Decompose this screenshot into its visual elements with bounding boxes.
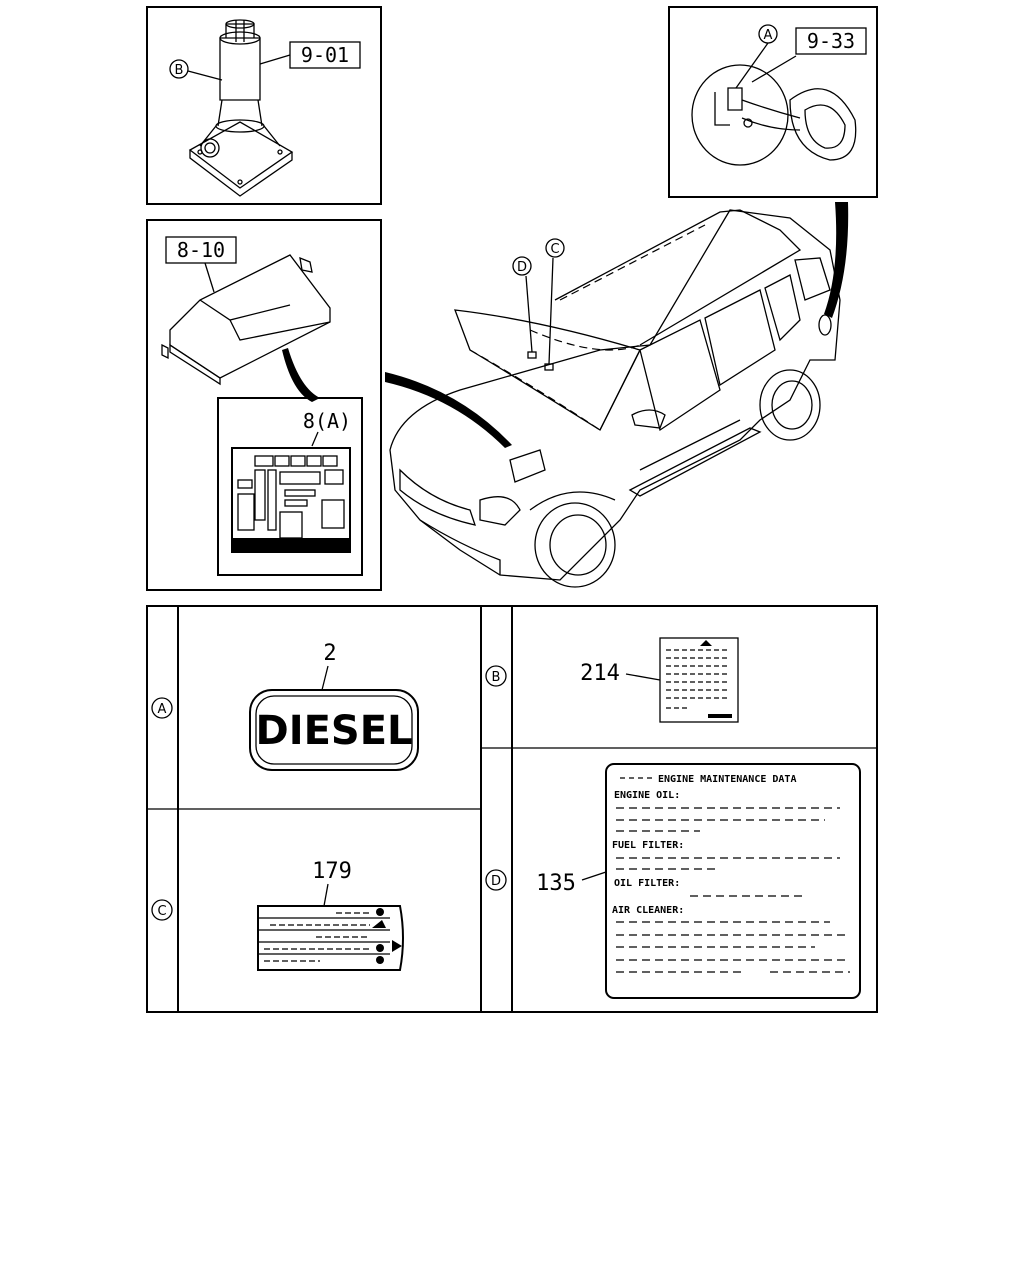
label-214 — [659, 637, 739, 723]
row-c-marker-circle — [151, 899, 173, 921]
oil-filter-label: OIL FILTER: — [614, 878, 680, 889]
marker-d-circle — [512, 256, 532, 276]
vehicle-drawing: D C — [385, 202, 849, 588]
fuel-filter-label: FUEL FILTER: — [612, 840, 684, 851]
fuse-detail-inset — [217, 397, 363, 576]
row-b-marker: B — [492, 670, 501, 685]
maintenance-label — [605, 763, 861, 999]
diesel-text: DIESEL — [255, 708, 412, 754]
marker-d-top: D — [517, 260, 527, 275]
marker-b-circle — [169, 59, 189, 79]
part-179-label: 179 — [312, 859, 352, 884]
row-a-marker: A — [158, 702, 167, 717]
fuse-box-panel: 8-10 8(A) — [146, 219, 382, 591]
label-table: A 2 DIESEL B 214 C 179 — [146, 605, 878, 1013]
callout-8-10: 8-10 — [177, 238, 225, 262]
marker-c-circle — [545, 238, 565, 258]
part-2-label: 2 — [323, 641, 336, 666]
row-d-marker-circle — [485, 869, 507, 891]
callout-box-8-10 — [165, 236, 237, 264]
marker-b: B — [175, 63, 184, 78]
jack-panel: 9-01 B — [146, 6, 382, 205]
air-cleaner-label: AIR CLEANER: — [612, 905, 684, 916]
label-179 — [257, 905, 404, 971]
engine-oil-label: ENGINE OIL: — [614, 790, 680, 801]
part-214-label: 214 — [580, 661, 620, 686]
maintenance-title: ENGINE MAINTENANCE DATA — [658, 774, 796, 785]
callout-9-01: 9-01 — [301, 43, 349, 67]
part-135-label: 135 — [536, 871, 576, 896]
callout-8a: 8(A) — [303, 409, 351, 433]
marker-c-top: C — [550, 242, 559, 257]
row-d-marker: D — [491, 874, 501, 889]
callout-box-9-33 — [795, 27, 867, 55]
callout-9-33: 9-33 — [807, 29, 855, 53]
diesel-decal — [249, 689, 419, 771]
row-b-marker-circle — [485, 665, 507, 687]
row-a-marker-circle — [151, 697, 173, 719]
marker-a: A — [764, 28, 773, 43]
row-c-marker: C — [157, 904, 166, 919]
fuel-lid-panel: 9-33 A — [668, 6, 878, 198]
